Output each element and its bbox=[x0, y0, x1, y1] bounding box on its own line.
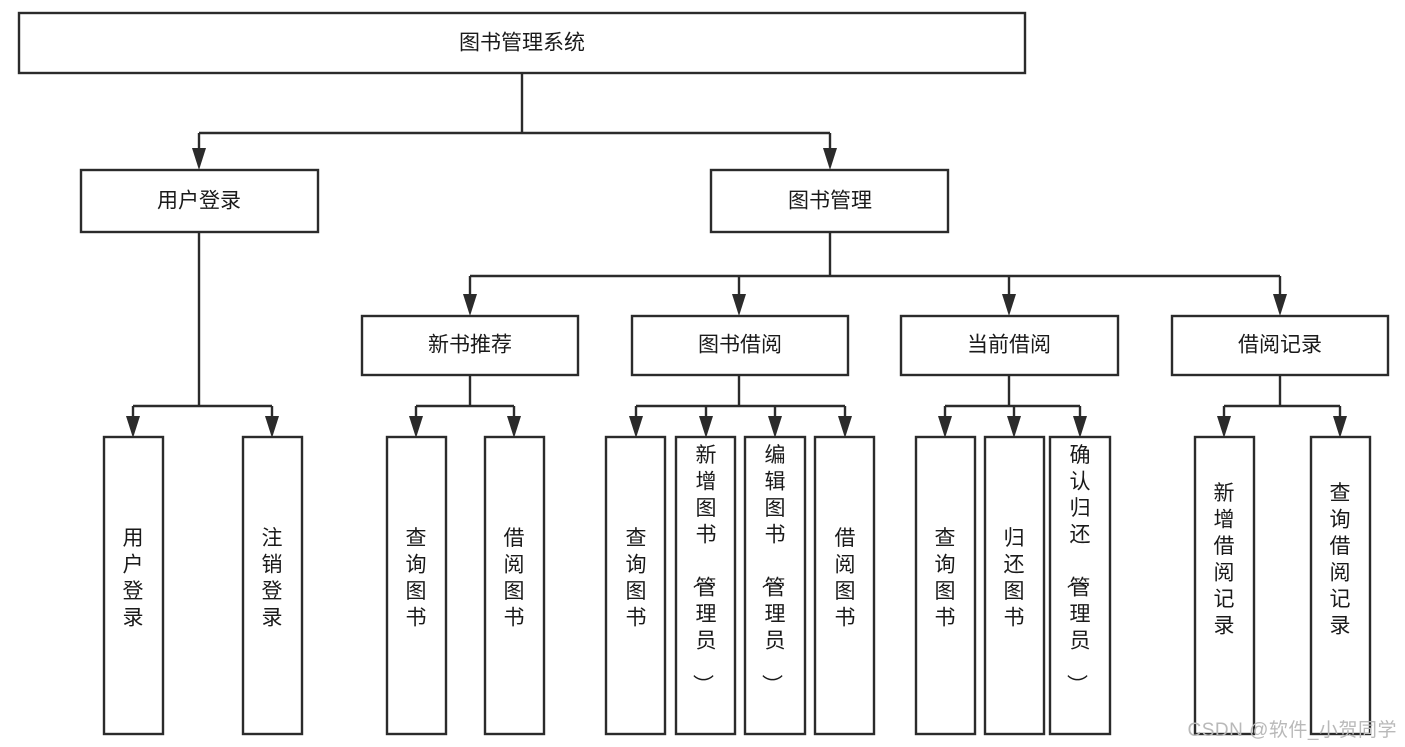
leaf-return-book-label: 归还图书 bbox=[1004, 527, 1025, 630]
arrow-leaf-user-logout-icon bbox=[265, 416, 279, 438]
node-root[interactable]: 图书管理系统 bbox=[17, 11, 1027, 75]
arrow-to-user-login-icon bbox=[192, 148, 206, 170]
arrow-to-current-borrow-icon bbox=[1002, 294, 1016, 316]
arrow-leaf-edit-book-icon bbox=[768, 416, 782, 438]
leaf-query-book-1-box[interactable] bbox=[385, 435, 448, 736]
leaf-add-book[interactable]: 新增图书（管理员） bbox=[674, 435, 737, 736]
leaf-add-book-label: 新增图书（管理员） bbox=[691, 444, 717, 695]
leaf-borrow-book-2[interactable]: 借阅图书 bbox=[813, 435, 876, 736]
leaf-borrow-book-2-box[interactable] bbox=[813, 435, 876, 736]
leaf-query-record-label: 查询借阅记录 bbox=[1330, 482, 1351, 638]
node-book-management-label: 图书管理 bbox=[788, 190, 872, 213]
leaf-return-book[interactable]: 归还图书 bbox=[983, 435, 1046, 736]
node-root-box[interactable] bbox=[17, 11, 1027, 75]
leaf-add-record-label: 新增借阅记录 bbox=[1214, 482, 1235, 638]
node-book-management-box[interactable] bbox=[709, 168, 950, 234]
leaf-confirm-return[interactable]: 确认归还（管理员） bbox=[1048, 435, 1112, 736]
node-current-borrow[interactable]: 当前借阅 bbox=[899, 314, 1120, 377]
node-borrow-record-box[interactable] bbox=[1170, 314, 1390, 377]
leaf-confirm-return-label: 确认归还（管理员） bbox=[1065, 444, 1091, 695]
arrow-to-borrow-record-icon bbox=[1273, 294, 1287, 316]
arrow-leaf-return-book-icon bbox=[1007, 416, 1021, 438]
connectors-layer bbox=[126, 73, 1347, 438]
arrow-to-book-management-icon bbox=[823, 148, 837, 170]
arrow-leaf-query-record-icon bbox=[1333, 416, 1347, 438]
node-user-login-box[interactable] bbox=[79, 168, 320, 234]
leaf-add-record[interactable]: 新增借阅记录 bbox=[1193, 435, 1256, 736]
node-book-borrow[interactable]: 图书借阅 bbox=[630, 314, 850, 377]
leaf-query-book-3-box[interactable] bbox=[914, 435, 977, 736]
arrow-leaf-user-login-icon bbox=[126, 416, 140, 438]
leaf-borrow-book-1[interactable]: 借阅图书 bbox=[483, 435, 546, 736]
leaf-query-book-3[interactable]: 查询图书 bbox=[914, 435, 977, 736]
leaf-user-login-box[interactable] bbox=[102, 435, 165, 736]
node-borrow-record[interactable]: 借阅记录 bbox=[1170, 314, 1390, 377]
leaf-query-book-3-label: 查询图书 bbox=[935, 527, 956, 630]
leaf-edit-book-label: 编辑图书（管理员） bbox=[760, 444, 786, 695]
leaf-query-record-box[interactable] bbox=[1309, 435, 1372, 736]
node-current-borrow-label: 当前借阅 bbox=[967, 334, 1051, 357]
node-new-book-recommend-box[interactable] bbox=[360, 314, 580, 377]
leaf-user-login[interactable]: 用户登录 bbox=[102, 435, 165, 736]
leaf-query-book-2-box[interactable] bbox=[604, 435, 667, 736]
leaf-user-logout-box[interactable] bbox=[241, 435, 304, 736]
arrow-leaf-add-record-icon bbox=[1217, 416, 1231, 438]
leaf-return-book-box[interactable] bbox=[983, 435, 1046, 736]
leaf-user-logout[interactable]: 注销登录 bbox=[241, 435, 304, 736]
node-borrow-record-label: 借阅记录 bbox=[1238, 334, 1322, 357]
leaf-confirm-return-box[interactable] bbox=[1048, 435, 1112, 736]
arrow-leaf-add-book-icon bbox=[699, 416, 713, 438]
leaf-user-login-label: 用户登录 bbox=[123, 527, 144, 630]
leaf-borrow-book-1-box[interactable] bbox=[483, 435, 546, 736]
node-current-borrow-box[interactable] bbox=[899, 314, 1120, 377]
node-book-borrow-label: 图书借阅 bbox=[698, 334, 782, 357]
leaf-add-book-box[interactable] bbox=[674, 435, 737, 736]
node-new-book-recommend-label: 新书推荐 bbox=[428, 334, 512, 357]
leaf-query-book-1-label: 查询图书 bbox=[406, 527, 427, 630]
node-root-label: 图书管理系统 bbox=[459, 32, 585, 55]
leaf-query-book-2[interactable]: 查询图书 bbox=[604, 435, 667, 736]
arrow-leaf-query-book-1-icon bbox=[409, 416, 423, 438]
leaf-query-book-1[interactable]: 查询图书 bbox=[385, 435, 448, 736]
leaf-edit-book-box[interactable] bbox=[743, 435, 807, 736]
node-user-login[interactable]: 用户登录 bbox=[79, 168, 320, 234]
leaf-borrow-book-1-label: 借阅图书 bbox=[504, 527, 525, 630]
leaf-query-record[interactable]: 查询借阅记录 bbox=[1309, 435, 1372, 736]
arrow-leaf-query-book-2-icon bbox=[629, 416, 643, 438]
node-user-login-label: 用户登录 bbox=[157, 190, 241, 213]
arrow-leaf-confirm-return-icon bbox=[1073, 416, 1087, 438]
node-book-borrow-box[interactable] bbox=[630, 314, 850, 377]
arrow-leaf-borrow-book-2-icon bbox=[838, 416, 852, 438]
leaf-query-book-2-label: 查询图书 bbox=[626, 527, 647, 630]
csdn-watermark: CSDN @软件_小贺同学 bbox=[1187, 720, 1397, 741]
arrow-leaf-query-book-3-icon bbox=[938, 416, 952, 438]
arrow-leaf-borrow-book-1-icon bbox=[507, 416, 521, 438]
leaf-borrow-book-2-label: 借阅图书 bbox=[835, 527, 856, 630]
node-book-management[interactable]: 图书管理 bbox=[709, 168, 950, 234]
arrow-to-book-borrow-icon bbox=[732, 294, 746, 316]
leaf-user-logout-label: 注销登录 bbox=[262, 527, 283, 630]
leaf-edit-book[interactable]: 编辑图书（管理员） bbox=[743, 435, 807, 736]
leaf-add-record-box[interactable] bbox=[1193, 435, 1256, 736]
node-new-book-recommend[interactable]: 新书推荐 bbox=[360, 314, 580, 377]
arrow-to-new-book-recommend-icon bbox=[463, 294, 477, 316]
